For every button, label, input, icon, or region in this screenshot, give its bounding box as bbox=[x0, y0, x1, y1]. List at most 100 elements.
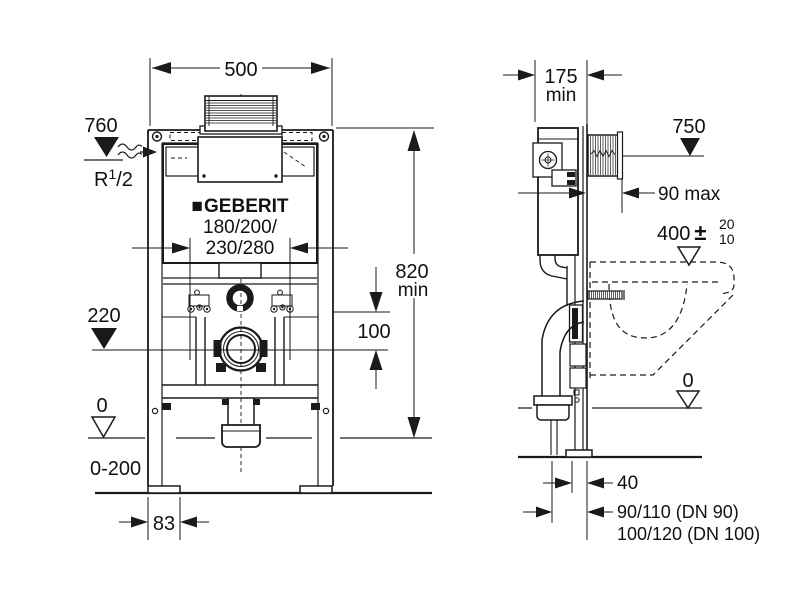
brand-logo: ■GEBERIT bbox=[192, 196, 289, 217]
dim-outlet-40: 40 bbox=[543, 461, 638, 540]
seat-bracket-left bbox=[187, 289, 211, 313]
housing-dot-left bbox=[202, 174, 206, 178]
rail-fitting-square bbox=[573, 389, 580, 396]
drain-option-2-label: 100/120 (DN 100) bbox=[617, 524, 760, 544]
level-triangle-filled-icon bbox=[91, 328, 117, 349]
rail-fitting-lower bbox=[569, 367, 587, 389]
actuator-box bbox=[218, 262, 262, 279]
dim-width-500: 500 bbox=[149, 58, 333, 126]
housing-dot-right bbox=[274, 174, 278, 178]
level-triangle-open-icon bbox=[676, 246, 702, 267]
level-triangle-filled-icon bbox=[94, 137, 119, 157]
leg-tab-left bbox=[162, 403, 171, 410]
fill-valve-cross bbox=[541, 153, 555, 167]
dim-depth-suffix: min bbox=[546, 85, 577, 106]
supply-marker: 760 R1/2 bbox=[84, 115, 157, 191]
drain-pipe-below bbox=[550, 420, 558, 455]
dim-height-suffix: min bbox=[398, 280, 429, 301]
foot-right bbox=[299, 485, 333, 494]
frame-bolt-right-dot bbox=[322, 134, 326, 139]
zero-label: 0 bbox=[96, 395, 107, 417]
fill-valve-dial bbox=[538, 150, 558, 170]
drain-socket bbox=[536, 404, 570, 421]
leg-tab-right bbox=[311, 403, 320, 410]
wc-pan-outline bbox=[589, 261, 735, 378]
anchor-rod-thread bbox=[589, 291, 620, 299]
level-triangle-open-icon bbox=[90, 416, 117, 439]
supply-height-label: 760 bbox=[84, 115, 117, 137]
outlet-height-marker: 220 bbox=[87, 305, 121, 349]
valve-housing bbox=[197, 136, 283, 183]
leg-bolt-right bbox=[322, 407, 330, 415]
foot-left bbox=[147, 485, 181, 494]
frame-bolt-right bbox=[318, 131, 330, 142]
leg-bolt-left bbox=[151, 407, 159, 415]
seat-bracket-right bbox=[270, 289, 294, 313]
flush-bend-notch bbox=[237, 306, 243, 311]
clip-tab-bottom bbox=[567, 180, 575, 185]
shaft-height-marker: 750 bbox=[622, 116, 706, 157]
flush-option-extension-lines bbox=[189, 238, 291, 360]
shaft-protrusion-label: 90 max bbox=[658, 184, 721, 205]
dim-depth-value: 175 bbox=[544, 66, 577, 88]
dim-outlet-label: 40 bbox=[617, 473, 638, 494]
outlet-height-label: 220 bbox=[87, 305, 120, 327]
dim-foot-83: 83 bbox=[119, 497, 209, 540]
dim-height-value: 820 bbox=[395, 261, 428, 283]
pan-height-label: 400± bbox=[657, 220, 706, 245]
cistern-corner-right-mark bbox=[283, 151, 307, 168]
dim-flush-offset-label: 100 bbox=[357, 321, 390, 343]
anchor-rod bbox=[587, 290, 623, 300]
drain-option-1-label: 90/110 (DN 90) bbox=[617, 502, 739, 522]
drain-socket-rim bbox=[533, 395, 573, 406]
dim-depth-175: 175 min bbox=[503, 60, 622, 133]
pan-tol-minus: 10 bbox=[719, 231, 735, 247]
clip-tab-top bbox=[567, 172, 575, 177]
rail-fitting-dot bbox=[574, 397, 580, 403]
outlet-bend bbox=[213, 326, 268, 372]
inspection-shaft bbox=[204, 95, 278, 132]
dim-shaft-protrusion: 90 max bbox=[518, 178, 721, 213]
outlet-socket bbox=[221, 424, 261, 448]
fixing-plate-left bbox=[169, 132, 201, 141]
pan-tol-plus: 20 bbox=[719, 216, 735, 232]
inspection-shaft-side bbox=[587, 134, 623, 177]
zero-marker-front: 0 bbox=[90, 395, 117, 439]
flush-distance-options-line2: 230/280 bbox=[206, 238, 275, 259]
shaft-height-label: 750 bbox=[672, 116, 705, 138]
level-triangle-open-icon bbox=[675, 390, 701, 410]
frame-struts bbox=[195, 317, 285, 385]
shaft-hatch bbox=[206, 102, 276, 124]
brand-logo-mark-icon: ■ bbox=[192, 196, 203, 217]
pipe-clip-right bbox=[253, 399, 260, 405]
flush-connector-core bbox=[572, 308, 578, 339]
zero-label-side: 0 bbox=[682, 370, 693, 392]
leg-range-label: 0-200 bbox=[90, 458, 141, 480]
side-view: 175 min 750 90 max bbox=[503, 60, 760, 544]
dim-drain-options: 90/110 (DN 90) 100/120 (DN 100) bbox=[523, 502, 760, 544]
flush-distance-options-line1: 180/200/ bbox=[203, 217, 278, 238]
frame-bolt-left bbox=[151, 131, 163, 142]
supply-thread-label: R1/2 bbox=[94, 166, 133, 191]
pan-height-marker: 400± 20 10 bbox=[657, 216, 735, 267]
rail-fitting-upper bbox=[569, 343, 587, 367]
shaft-edges bbox=[205, 96, 277, 126]
shaft-end-cap bbox=[616, 131, 624, 180]
dim-flush-offset-100: 100 bbox=[357, 267, 391, 389]
shaft-cut-wave-icon bbox=[590, 149, 616, 158]
outlet-elbow-side bbox=[541, 300, 585, 398]
foot-side bbox=[565, 449, 593, 458]
front-view: ■GEBERIT 180/200/ 230/280 bbox=[84, 58, 434, 540]
flush-pipe-side bbox=[539, 255, 568, 306]
level-triangle-filled-icon bbox=[680, 138, 700, 156]
supply-arrow-icon bbox=[143, 146, 157, 158]
crossbar-lower bbox=[162, 384, 318, 399]
dim-flush-options bbox=[132, 242, 348, 254]
dim-foot-label: 83 bbox=[153, 513, 175, 535]
zero-marker-side: 0 bbox=[675, 370, 701, 410]
pipe-clip-left bbox=[222, 399, 229, 405]
dim-height-820: 820 min bbox=[336, 127, 434, 438]
